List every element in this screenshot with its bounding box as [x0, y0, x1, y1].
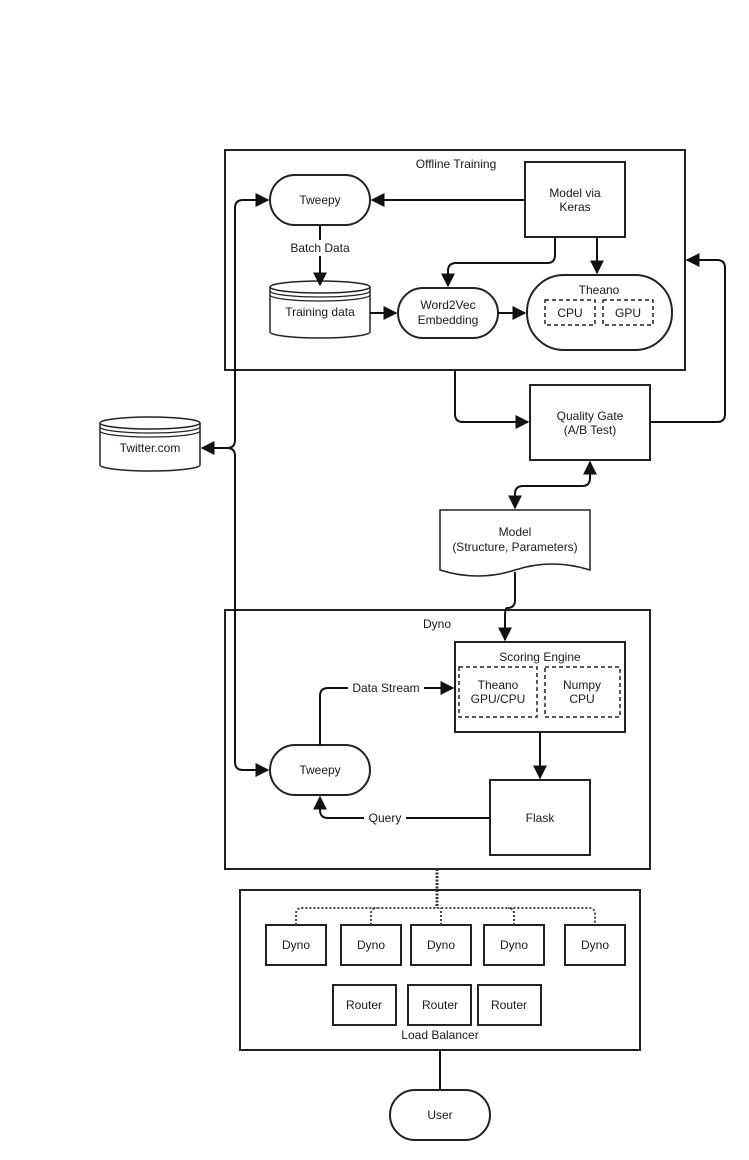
model-keras-label-1: Model via [549, 186, 601, 200]
numpy-cpu-box [544, 666, 621, 718]
dyno-box-label: Dyno [357, 938, 385, 952]
router-box: Router [407, 984, 472, 1026]
numpy-cpu-label-1: Numpy [563, 678, 601, 692]
tweepy-dyno-node: Tweepy [269, 744, 371, 796]
edge-training-to-quality-gate [454, 370, 530, 429]
data-stream-label: Data Stream [352, 681, 419, 695]
batch-data-label: Batch Data [290, 241, 350, 255]
tweepy-top-label: Tweepy [299, 193, 340, 207]
dyno-box: Dyno [564, 924, 626, 966]
cpu-label: CPU [557, 306, 582, 320]
load-balancer-title: Load Balancer [401, 1028, 478, 1042]
flask-label: Flask [526, 811, 556, 825]
edge-lb-fanout [295, 907, 596, 925]
scoring-engine-node: Scoring Engine Theano GPU/CPU Numpy CPU [454, 641, 626, 733]
edge-tweepy-to-scoring [319, 681, 455, 745]
dyno-box: Dyno [410, 924, 472, 966]
quality-gate-node: Quality Gate (A/B Test) [529, 384, 651, 461]
router-box-label: Router [422, 998, 458, 1012]
flask-node: Flask [489, 779, 591, 856]
quality-gate-label-1: Quality Gate [557, 409, 624, 423]
edge-twitter-to-tweepy-dyno [226, 447, 270, 777]
user-node: User [389, 1089, 491, 1141]
training-data-label: Training data [285, 305, 355, 319]
edge-model-to-scoring [498, 572, 516, 642]
twitter-label: Twitter.com [120, 441, 181, 455]
quality-gate-label-2: (A/B Test) [564, 423, 616, 437]
twitter-node: Twitter.com [99, 416, 201, 472]
training-data-node: Training data [269, 280, 371, 339]
edge-keras-to-word2vec [441, 237, 556, 288]
router-box-label: Router [491, 998, 527, 1012]
model-keras-label-2: Keras [559, 200, 590, 214]
model-keras-node: Model via Keras [524, 161, 626, 238]
user-label: User [427, 1108, 452, 1122]
word2vec-label-1: Word2Vec [420, 298, 475, 312]
tweepy-top-node: Tweepy [269, 174, 371, 226]
dyno-box-label: Dyno [282, 938, 310, 952]
tweepy-dyno-label: Tweepy [299, 763, 340, 777]
theano-gpu-cpu-label-2: GPU/CPU [471, 692, 526, 706]
edge-flask-to-tweepy [313, 795, 490, 819]
model-doc-label-1: Model [499, 525, 532, 539]
cpu-box [544, 299, 596, 326]
offline-training-title: Offline Training [416, 157, 497, 171]
model-doc-node: Model (Structure, Parameters) [439, 509, 591, 577]
dyno-box: Dyno [483, 924, 545, 966]
dyno-box-label: Dyno [427, 938, 455, 952]
dyno-box: Dyno [265, 924, 327, 966]
gpu-label: GPU [615, 306, 641, 320]
gpu-box [602, 299, 654, 326]
theano-label: Theano [579, 283, 620, 297]
word2vec-label-2: Embedding [418, 313, 479, 327]
theano-node: Theano CPU GPU [526, 274, 673, 351]
numpy-cpu-label-2: CPU [569, 692, 594, 706]
theano-gpu-cpu-label-1: Theano [478, 678, 519, 692]
scoring-engine-label: Scoring Engine [499, 650, 581, 664]
edge-quality-gate-model-doc [508, 460, 597, 510]
dyno-box-label: Dyno [500, 938, 528, 952]
model-doc-label-2: (Structure, Parameters) [452, 540, 577, 554]
dyno-box: Dyno [340, 924, 402, 966]
theano-gpu-cpu-box [458, 666, 538, 718]
router-box-label: Router [346, 998, 382, 1012]
query-label: Query [369, 811, 402, 825]
edge-quality-gate-to-training [650, 253, 726, 423]
dyno-group-title: Dyno [423, 617, 451, 631]
word2vec-node: Word2Vec Embedding [397, 287, 499, 339]
dyno-box-label: Dyno [581, 938, 609, 952]
router-box: Router [332, 984, 397, 1026]
router-box: Router [477, 984, 542, 1026]
